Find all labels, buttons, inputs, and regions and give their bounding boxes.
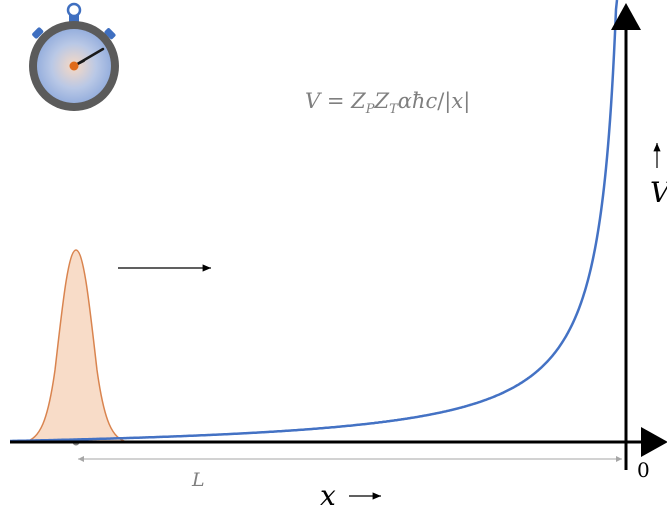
y-axis-label: V: [650, 176, 667, 209]
potential-formula: V = ZPZTαħc/|x|: [305, 89, 470, 117]
potential-curve: [10, 0, 619, 443]
length-label: L: [191, 469, 205, 491]
stopwatch-icon: [29, 2, 119, 111]
wavepacket: [23, 249, 129, 443]
origin-label: 0: [637, 458, 650, 482]
x-axis-label: x: [320, 479, 336, 512]
